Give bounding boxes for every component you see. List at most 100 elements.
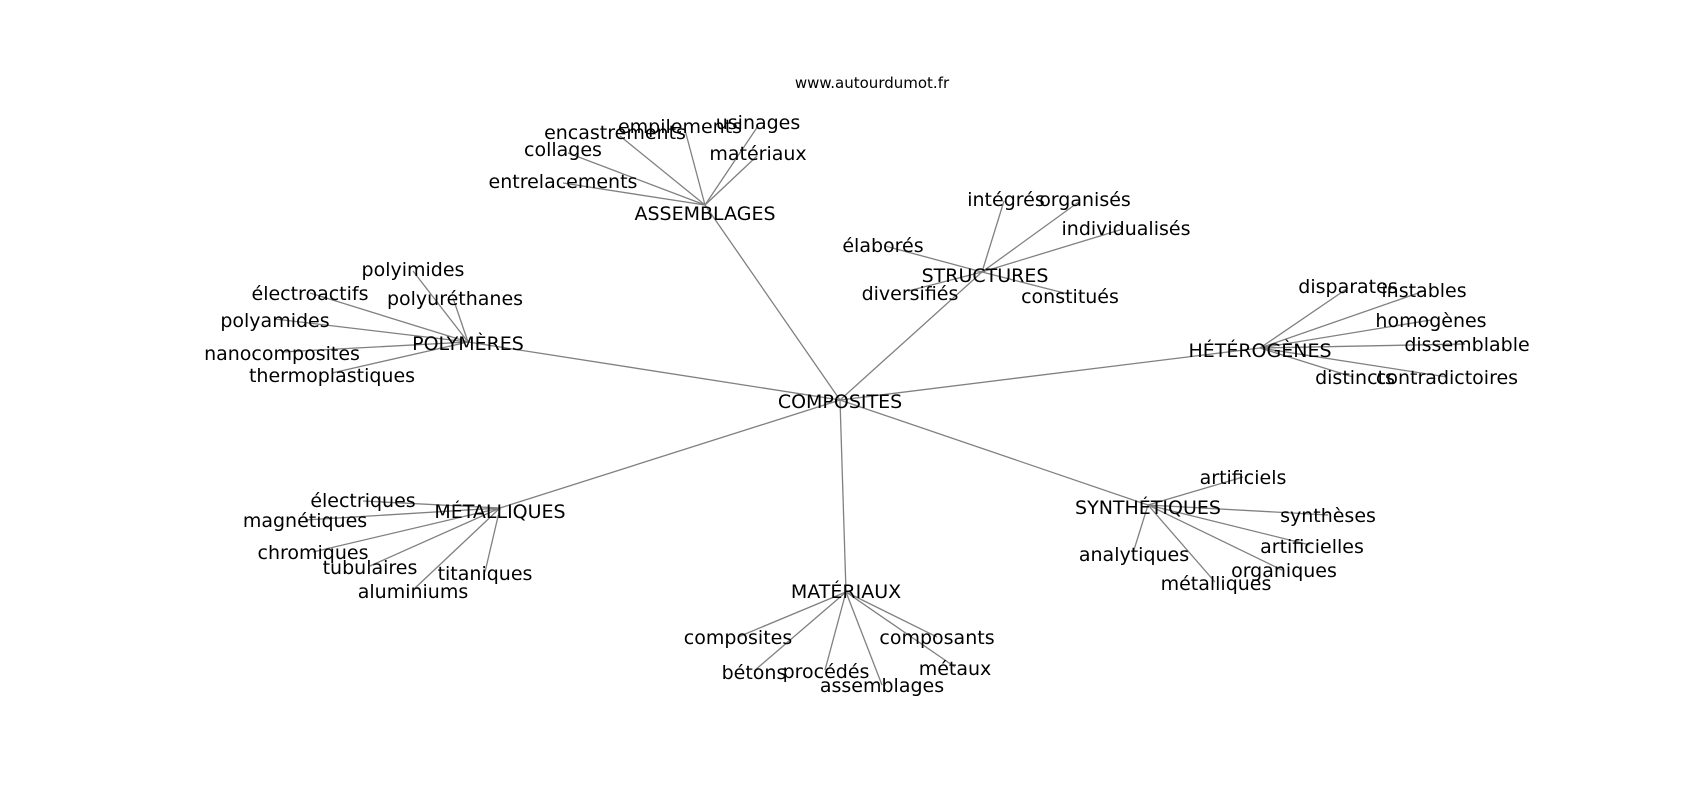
edge-heterogenes-instables [1259, 290, 1425, 349]
leaf-organiques: organiques [1231, 560, 1337, 582]
hub-metalliques: MÉTALLIQUES [434, 500, 565, 523]
edge-center-assemblages [704, 204, 841, 401]
leaf-electroactifs: électroactifs [252, 283, 369, 305]
leaf-nanocomposites: nanocomposites [204, 343, 360, 365]
edges [274, 125, 1466, 686]
leaf-metaux: métaux [919, 658, 992, 680]
edge-assemblages-entrelacements [562, 182, 706, 206]
leaf-distincts: distincts [1315, 367, 1395, 389]
leaf-integres: intégrés [967, 189, 1045, 211]
edge-metalliques-magnetiques [304, 507, 501, 521]
edge-materiaux-assemblages [845, 591, 883, 686]
edge-assemblages-materiaux [704, 155, 758, 206]
leaf-materiaux-a: matériaux [709, 143, 806, 165]
leaf-syntheses: synthèses [1280, 505, 1376, 527]
leaf-thermoplastiques: thermoplastiques [249, 365, 415, 387]
hub-structures: STRUCTURES [922, 265, 1049, 287]
hub-heterogenes: HÉTÉROGÈNES [1188, 339, 1331, 362]
edge-metalliques-tubulaires [369, 507, 501, 567]
edge-assemblages-collages [567, 152, 706, 206]
edge-synthetiques-organiques [1147, 504, 1283, 571]
edge-structures-integres [981, 200, 1005, 273]
leaf-empilements: empilements [618, 116, 742, 138]
leaf-polyamides: polyamides [220, 310, 329, 332]
edge-metalliques-chromiques [312, 507, 501, 553]
leaf-composants: composants [879, 627, 994, 649]
edge-heterogenes-dissemblable [1259, 343, 1466, 349]
edge-metalliques-aluminiums [412, 507, 501, 591]
center-node: COMPOSITES [778, 391, 902, 413]
leaf-aluminiums: aluminiums [358, 581, 469, 603]
leaf-dissemblable: dissemblable [1404, 334, 1529, 356]
leaf-individualises: individualisés [1062, 218, 1191, 240]
leaf-tubulaires: tubulaires [323, 557, 418, 579]
edge-polymeres-nanocomposites [281, 341, 469, 353]
edge-structures-organises [981, 200, 1081, 273]
leaf-magnetiques: magnétiques [243, 510, 367, 532]
leaf-entrelacements: entrelacements [489, 171, 638, 193]
hub-polymeres: POLYMÈRES [412, 332, 524, 355]
leaf-procedes: procédés [783, 661, 870, 683]
edge-polymeres-polyamides [274, 318, 469, 343]
edge-structures-constitues [981, 271, 1069, 295]
leaf-chromiques: chromiques [258, 542, 369, 564]
leaf-diversifies: diversifiés [862, 283, 959, 305]
leaf-electriques: électriques [310, 490, 415, 512]
leaf-betons: bétons [722, 662, 787, 684]
edge-heterogenes-contradictoires [1259, 347, 1448, 378]
edge-synthetiques-syntheses [1147, 504, 1329, 516]
leaf-disparates: disparates [1298, 276, 1397, 298]
edge-center-polymeres [467, 341, 841, 401]
leaf-usinages: usinages [716, 112, 801, 134]
edge-center-heterogenes [839, 347, 1261, 401]
leaf-homogenes: homogènes [1375, 310, 1486, 332]
leaf-constitues: constitués [1021, 286, 1119, 308]
edge-center-metalliques [499, 399, 841, 509]
leaf-organises: organisés [1039, 189, 1131, 211]
edge-assemblages-empilements [684, 129, 706, 206]
leaf-artificielles: artificielles [1260, 536, 1364, 558]
hub-synthetiques: SYNTHÉTIQUES [1075, 496, 1221, 519]
leaf-instables: instables [1381, 280, 1466, 302]
edge-materiaux-composites [737, 591, 847, 638]
edge-synthetiques-metalliques [1147, 504, 1216, 583]
edge-center-materiaux [839, 399, 847, 593]
edge-materiaux-betons [753, 591, 847, 672]
edge-center-synthetiques [839, 399, 1149, 506]
edge-polymeres-polyimides [412, 270, 469, 343]
edge-heterogenes-homogenes [1259, 319, 1432, 349]
edge-synthetiques-artificielles [1147, 504, 1311, 546]
edge-materiaux-procedes [824, 591, 847, 671]
hub-assemblages: ASSEMBLAGES [634, 203, 775, 225]
leaf-elabores: élaborés [842, 235, 923, 257]
edge-heterogenes-distincts [1259, 347, 1354, 378]
edge-structures-individualises [981, 228, 1124, 273]
leaf-assemblages: assemblages [820, 675, 944, 697]
edge-heterogenes-disparates [1259, 287, 1349, 349]
edge-structures-diversifies [907, 271, 983, 292]
leaf-composites: composites [684, 627, 792, 649]
labels: www.autourdumot.fr COMPOSITES ASSEMBLAGE… [204, 74, 1530, 697]
edge-assemblages-encastrements [619, 135, 706, 206]
leaf-encastrements: encastrements [544, 122, 686, 144]
edge-structures-elabores [884, 245, 983, 273]
hub-materiaux: MATÉRIAUX [791, 580, 901, 603]
leaf-polyimides: polyimides [362, 259, 465, 281]
leaf-artificiels: artificiels [1200, 467, 1287, 489]
edge-materiaux-metaux [845, 591, 956, 668]
edge-center-structures [839, 271, 983, 401]
leaf-contradictoires: contradictoires [1376, 367, 1518, 389]
edge-assemblages-usinages [704, 125, 759, 206]
leaf-polyurethanes: polyuréthanes [387, 288, 523, 310]
edge-polymeres-thermoplastiques [331, 341, 469, 374]
site-watermark: www.autourdumot.fr [795, 74, 950, 92]
leaf-titaniques: titaniques [438, 563, 533, 585]
edge-metalliques-titaniques [484, 507, 501, 573]
leaf-analytiques: analytiques [1079, 544, 1189, 566]
edge-synthetiques-analytiques [1132, 504, 1149, 554]
leaf-metalliques-s: métalliques [1161, 573, 1272, 595]
edge-polymeres-electroactifs [309, 292, 469, 343]
edge-metalliques-electriques [362, 500, 501, 509]
edge-polymeres-polyurethanes [452, 297, 469, 343]
